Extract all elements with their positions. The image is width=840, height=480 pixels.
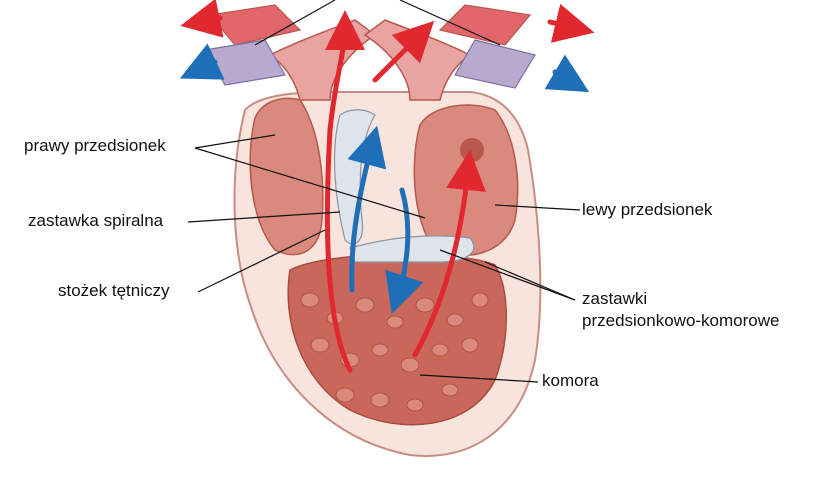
blue-arrow-icon: [179, 43, 225, 80]
av-valves-shape: [349, 235, 475, 263]
red-arrow-icon: [412, 150, 486, 358]
great-vessels: [204, 4, 536, 101]
red-arrow-icon: [372, 20, 435, 83]
label-conus-arteriosus: stożek tętniczy: [58, 281, 170, 300]
label-spiral-valve: zastawka spiralna: [28, 211, 164, 230]
blue-arrow-icon: [385, 187, 424, 314]
blood-flow-arrows: [179, 0, 595, 373]
red-arrow-icon: [180, 0, 224, 38]
blue-arrow-icon: [544, 54, 590, 93]
label-av-valves-line1: zastawki: [582, 289, 648, 308]
red-arrow-icon: [547, 3, 595, 43]
pulmonary-vein-opening: [460, 138, 484, 162]
label-av-valves-line2: przedsionkowo-komorowe: [582, 311, 780, 330]
label-left-atrium: lewy przedsionek: [582, 200, 713, 219]
label-ventricle: komora: [542, 371, 599, 390]
red-arrow-icon: [324, 10, 365, 373]
blue-arrow-icon: [347, 125, 387, 293]
leader-lines: [187, 0, 581, 383]
label-right-atrium: prawy przedsionek: [24, 136, 166, 155]
spiral-valve-shape: [333, 109, 376, 245]
